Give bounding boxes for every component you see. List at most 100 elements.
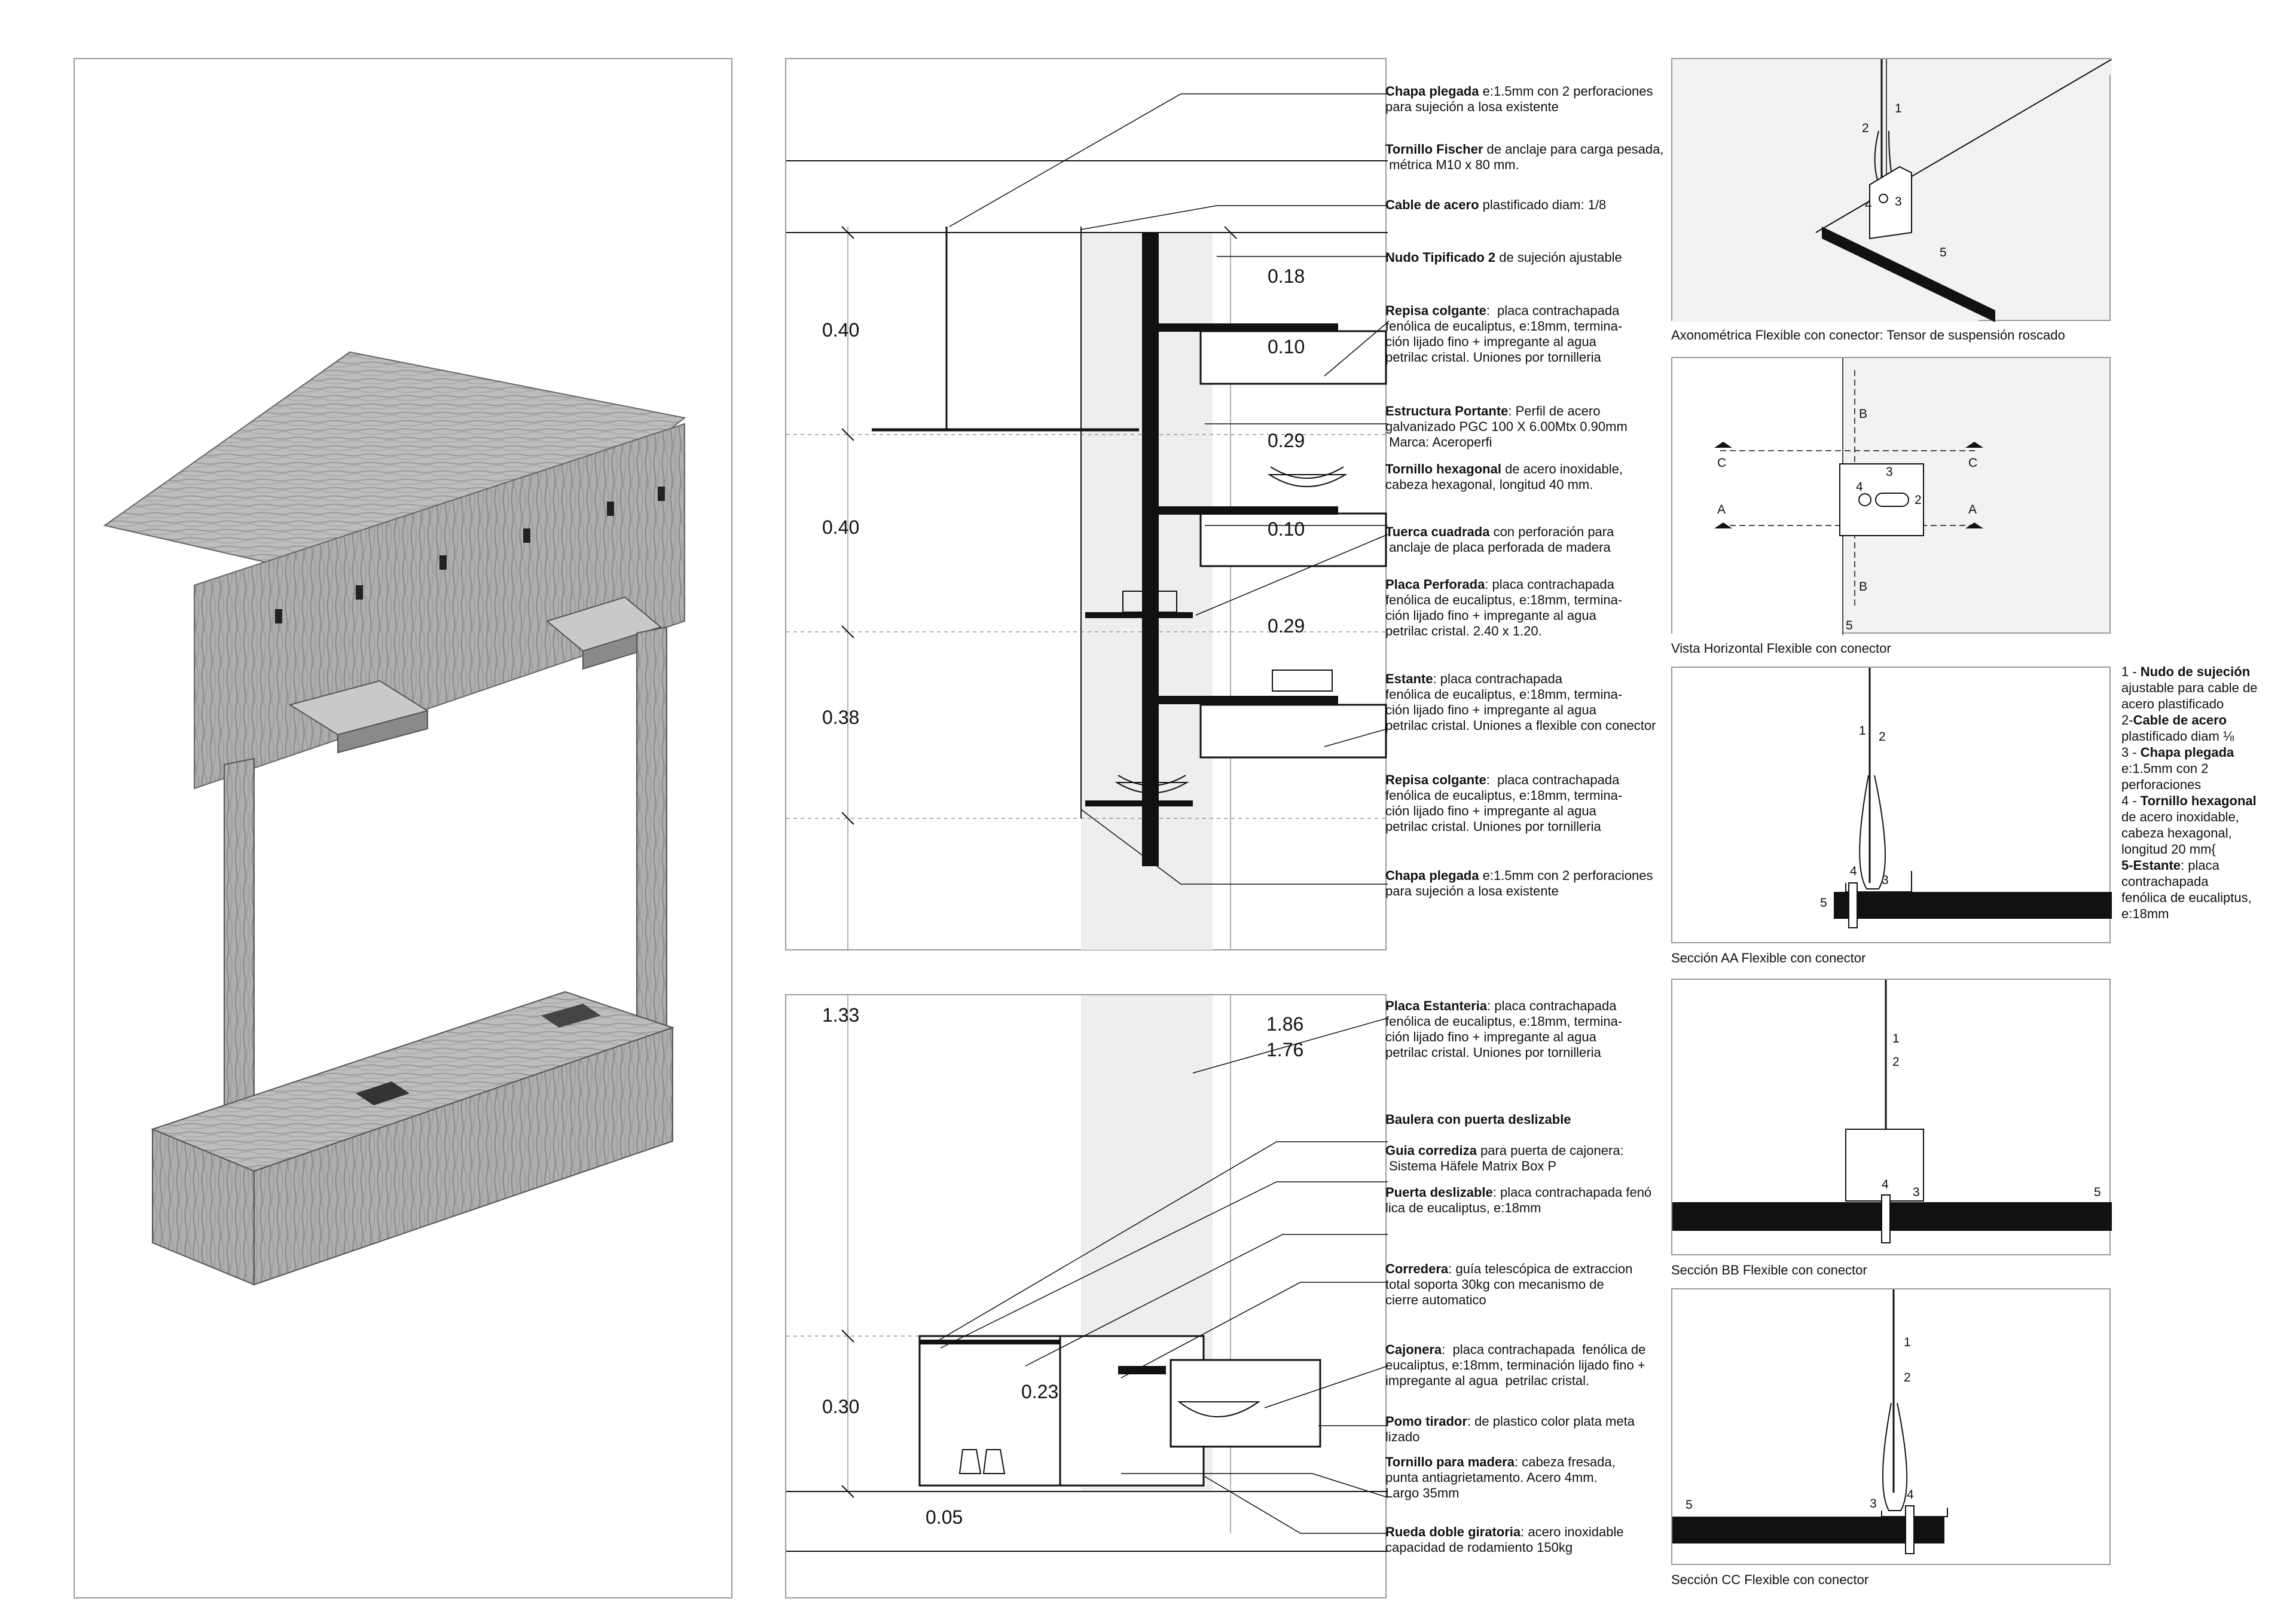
bb-mark-2: 2 <box>1892 1055 1900 1069</box>
annotation-term: Tornillo hexagonal <box>1385 461 1501 476</box>
lower-section-drawing <box>786 995 1388 1552</box>
aa-mark-4: 4 <box>1850 864 1857 878</box>
upper-section-drawing <box>786 93 1388 950</box>
dim-lower-3: 1.76 <box>1266 1039 1304 1060</box>
cc-mark-4: 4 <box>1907 1488 1914 1502</box>
bb-mark-5: 5 <box>2094 1185 2101 1199</box>
upper-section-panel: 0.40 0.40 0.38 0.18 0.10 0.29 0.10 0.29 <box>785 58 1388 950</box>
panel-slots <box>275 487 665 623</box>
notes_lower-item: Cajonera: placa contrachapada fenólica d… <box>1385 1342 1672 1389</box>
axo-caption: Axonométrica Flexible con conector: Tens… <box>1671 328 2065 343</box>
annotation-description: : Perfil de acero galvanizado PGC 100 X … <box>1385 404 1628 450</box>
annotation-term: Placa Perforada <box>1385 577 1485 592</box>
horiz-detail-drawing <box>1672 358 1983 635</box>
shoes <box>958 1449 1006 1474</box>
legend-item: 5-Estante: placa contrachapada fenólica … <box>2121 858 2252 921</box>
dim-lower-5: 0.23 <box>1021 1381 1059 1402</box>
cc-mark-3: 3 <box>1870 1497 1877 1511</box>
notes_upper-item: Chapa plegada e:1.5mm con 2 perforacione… <box>1385 868 1672 899</box>
annotation-description: : placa contrachapada fenó lica de eucal… <box>1385 1185 1652 1215</box>
annotation-term: Nudo Tipificado 2 <box>1385 250 1496 265</box>
dim-upper-3: 0.38 <box>822 707 860 728</box>
horiz-mark-B-top: B <box>1859 407 1868 421</box>
axo-detail-panel: 1 2 3 4 5 <box>1671 58 2112 322</box>
notes_lower-item: Placa Estanteria: placa contrachapada fe… <box>1385 998 1672 1060</box>
cc-mark-1: 1 <box>1904 1335 1911 1349</box>
horiz-mark-C-right: C <box>1968 456 1978 470</box>
notes_upper-item: Tuerca cuadrada con perforación para anc… <box>1385 524 1672 555</box>
annotation-description: de sujeción ajustable <box>1495 250 1622 265</box>
annotation-description: plastificado diam: 1/8 <box>1479 197 1607 212</box>
axo-mark-5: 5 <box>1940 246 1947 259</box>
right-leg <box>636 626 667 1071</box>
annotation-term: Repisa colgante <box>1385 772 1486 787</box>
horiz-caption: Vista Horizontal Flexible con conector <box>1671 641 1891 656</box>
cc-mark-2: 2 <box>1904 1371 1911 1384</box>
annotation-term: Cable de acero <box>1385 197 1479 212</box>
annotation-term: Cajonera <box>1385 1342 1442 1357</box>
section-aa-drawing <box>1834 668 2112 928</box>
annotation-term: Rueda doble giratoria <box>1385 1524 1521 1539</box>
annotation-term: Chapa plegada <box>1385 868 1479 883</box>
annotation-description: : placa contrachapada fenólica de eucali… <box>1385 772 1623 834</box>
annotation-description: : placa contrachapada fenólica de eucali… <box>1385 998 1623 1060</box>
bb-mark-1: 1 <box>1892 1032 1900 1046</box>
aa-caption: Sección AA Flexible con conector <box>1671 950 1866 965</box>
notes_lower-item: Puerta deslizable: placa contrachapada f… <box>1385 1185 1672 1216</box>
base-side <box>254 1026 673 1286</box>
notes_upper-item: Repisa colgante: placa contrachapada fen… <box>1385 772 1672 835</box>
horiz-mark-4: 4 <box>1856 480 1863 494</box>
axonometric-panel <box>74 58 732 1598</box>
annotation-term: Puerta deslizable <box>1385 1185 1493 1200</box>
annotation-term: Estante <box>1385 671 1433 686</box>
horiz-mark-B-bottom: B <box>1859 580 1868 594</box>
notes_lower-item: Corredera: guía telescópica de extraccio… <box>1385 1261 1672 1308</box>
notes_upper-item: Cable de acero plastificado diam: 1/8 <box>1385 197 1672 213</box>
annotation-term: Tornillo Fischer <box>1385 142 1483 157</box>
axo-mark-2: 2 <box>1862 121 1869 135</box>
lower-section-panel: 1.33 1.86 1.76 0.30 0.23 0.05 <box>785 994 1388 1598</box>
notes_upper-item: Tornillo hexagonal de acero inoxidable, … <box>1385 461 1672 493</box>
notes_upper-item: Estructura Portante: Perfil de acero gal… <box>1385 404 1672 450</box>
section-bb-drawing <box>1672 980 2112 1243</box>
dim-lower-4: 0.30 <box>822 1396 860 1417</box>
horiz-mark-2: 2 <box>1915 493 1922 507</box>
legend-item: 1 - Nudo de sujeción ajustable para cabl… <box>2121 664 2258 711</box>
annotation-term: Estructura Portante <box>1385 404 1509 418</box>
notes_lower-item: Rueda doble giratoria: acero inoxidable … <box>1385 1524 1672 1555</box>
annotation-term: Guia corrediza <box>1385 1143 1477 1158</box>
aa-mark-2: 2 <box>1879 730 1886 744</box>
dim-lower-6: 0.05 <box>926 1506 963 1528</box>
axo-mark-1: 1 <box>1895 102 1902 115</box>
annotation-description: : acero inoxidable capacidad de rodamien… <box>1385 1524 1624 1555</box>
section-cc-drawing <box>1672 1289 1948 1554</box>
horiz-mark-5: 5 <box>1846 619 1853 632</box>
dim-upper-5: 0.10 <box>1268 336 1305 357</box>
aa-mark-3: 3 <box>1882 873 1889 887</box>
annotation-term: Placa Estanteria <box>1385 998 1487 1013</box>
annotation-term: Repisa colgante <box>1385 303 1486 318</box>
dim-upper-1: 0.40 <box>822 319 860 341</box>
dim-upper-2: 0.40 <box>822 516 860 538</box>
axo-mark-4: 4 <box>1865 198 1872 212</box>
legend-item: 4 - Tornillo hexagonal de acero inoxidab… <box>2121 793 2257 857</box>
annotation-term: Pomo tirador <box>1385 1414 1467 1429</box>
annotation-description: : guía telescópica de extraccion total s… <box>1385 1261 1633 1307</box>
dim-upper-6: 0.29 <box>1268 430 1305 451</box>
horiz-mark-A-right: A <box>1968 503 1977 516</box>
annotation-description: para puerta de cajonera: Sistema Häfele … <box>1389 1143 1624 1173</box>
notes_lower-item: Guia corrediza para puerta de cajonera: … <box>1385 1143 1672 1174</box>
annotation-description: de anclaje para carga pesada, métrica M1… <box>1389 142 1664 172</box>
notes_upper-item: Chapa plegada e:1.5mm con 2 perforacione… <box>1385 84 1672 115</box>
dim-lower-1: 1.33 <box>822 1004 860 1026</box>
dim-upper-8: 0.29 <box>1268 615 1305 637</box>
annotation-description: : placa contrachapada fenólica de eucali… <box>1385 303 1623 365</box>
horiz-detail-panel: B C C A A B 3 4 2 5 <box>1671 357 2111 635</box>
annotation-term: Chapa plegada <box>1385 84 1479 99</box>
cc-caption: Sección CC Flexible con conector <box>1671 1572 1869 1587</box>
notes_upper-item: Repisa colgante: placa contrachapada fen… <box>1385 303 1672 365</box>
section-cc-panel: 1 2 4 3 5 <box>1671 1288 2111 1565</box>
annotation-description: : placa contrachapada fenólica de eucali… <box>1385 1342 1646 1388</box>
annotation-description: de acero inoxidable, cabeza hexagonal, l… <box>1385 461 1623 492</box>
cc-mark-5: 5 <box>1686 1498 1693 1512</box>
